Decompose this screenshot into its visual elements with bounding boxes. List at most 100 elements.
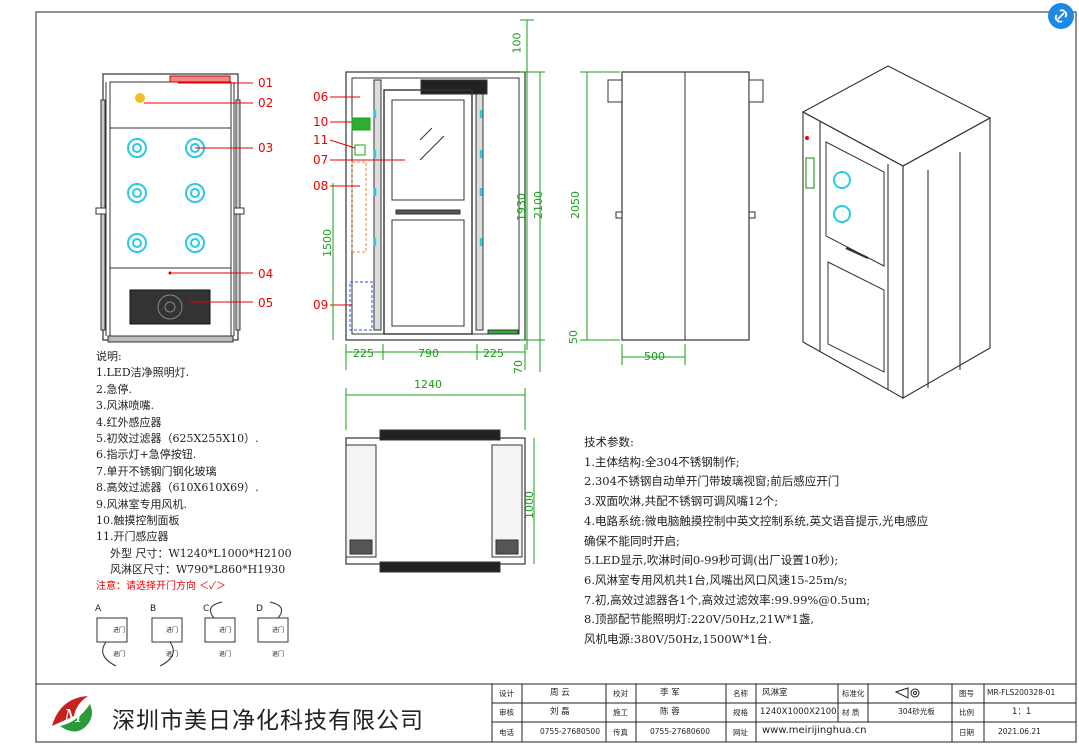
tb-drawno-label: 图号	[959, 689, 974, 698]
callout-03: 03	[258, 141, 274, 155]
tb-std-label: 标准化	[842, 689, 865, 698]
door-option-c-out: 退门	[219, 651, 232, 658]
dim-790: 790	[418, 347, 439, 360]
specs-title: 技术参数:	[584, 435, 634, 449]
isometric-view	[801, 65, 992, 399]
tb-work-label: 施工	[613, 708, 628, 717]
company-name: 深圳市美日净化科技有限公司	[112, 708, 424, 734]
door-option-b-mark: B	[150, 604, 157, 614]
note-item: 3.风淋喷嘴.	[96, 399, 154, 413]
tb-tel: 0755-27680500	[540, 727, 600, 736]
door-option-b-out: 退门	[166, 651, 179, 658]
tb-date-label: 日期	[959, 728, 974, 737]
callout-11: 11	[313, 133, 329, 147]
tb-web: www.meirijinghua.cn	[762, 725, 867, 736]
dim-2050: 2050	[569, 191, 582, 219]
callout-06: 06	[313, 90, 329, 104]
dim-500: 500	[644, 350, 665, 363]
outer-size: 外型 尺寸：W1240*L1000*H2100	[110, 546, 292, 560]
dim-70: 70	[512, 360, 525, 374]
spec-item: 6.风淋室专用风机共1台,风嘴出风口风速15-25m/s;	[584, 572, 848, 587]
callout-08: 08	[313, 179, 329, 193]
dim-1500: 1500	[321, 229, 334, 257]
dim-50: 50	[567, 330, 580, 344]
elev-dimension-lines	[332, 19, 545, 372]
tb-design-label: 设计	[499, 689, 514, 698]
tb-scale-label: 比例	[959, 708, 974, 717]
tb-review: 刘 磊	[550, 707, 570, 717]
door-option-d-in: 进门	[272, 627, 285, 634]
tech-specs: 技术参数: 1.主体结构:全304不锈钢制作; 2.304不锈钢自动单开门带玻璃…	[584, 433, 928, 650]
tb-tel-label: 电话	[499, 728, 514, 737]
std-symbol	[894, 687, 920, 699]
note-item: 4.红外感应器	[96, 415, 162, 429]
tb-name-label: 名称	[733, 689, 748, 698]
tb-drawno: MR-FLS200328-01	[987, 688, 1056, 697]
dim-225-right: 225	[483, 347, 504, 360]
callout-10: 10	[313, 115, 329, 129]
callout-leaders-front	[144, 82, 253, 303]
title-block-grid	[35, 683, 1077, 743]
spec-item: 3.双面吹淋,共配不锈钢可调风嘴12个;	[584, 494, 779, 509]
tb-spec-label: 规格	[733, 708, 748, 717]
company-logo: M	[52, 696, 92, 732]
note-item: 1.LED洁净照明灯.	[96, 366, 190, 380]
side-dimension-lines	[580, 71, 686, 365]
side-view	[607, 71, 764, 341]
front-elevation	[345, 71, 526, 341]
note-item: 11.开门感应器	[96, 530, 169, 544]
dim-100: 100	[510, 32, 524, 54]
plan-view	[345, 429, 526, 573]
dim-1930: 1930	[515, 193, 528, 221]
notes-title: 说明:	[96, 350, 122, 363]
tb-check-label: 校对	[613, 689, 628, 698]
tb-web-label: 网址	[733, 728, 748, 737]
spec-item: 确保不能同时开启;	[584, 533, 680, 548]
door-note: 注意：请选择开门方向 ＜✓＞	[96, 580, 227, 592]
tb-review-label: 审核	[499, 708, 514, 717]
shower-size: 风淋区尺寸：W790*L860*H1930	[110, 563, 286, 577]
dim-2100: 2100	[532, 191, 545, 219]
door-option-b-in: 进门	[166, 627, 179, 634]
door-option-a-in: 进门	[113, 627, 126, 634]
callout-05: 05	[258, 296, 274, 310]
spec-item: 4.电路系统:微电脑触摸控制中英文控制系统,英文语音提示,光电感应	[584, 513, 929, 528]
door-option-d-mark: D	[256, 604, 263, 614]
front-interior-view	[95, 73, 245, 343]
note-item: 7.单开不锈钢门钢化玻璃	[96, 464, 217, 478]
spec-item: 5.LED显示,吹淋时间0-99秒可调(出厂设置10秒);	[584, 553, 839, 568]
spec-item: 8.顶部配节能照明灯:220V/50Hz,21W*1盏,	[584, 612, 815, 627]
callout-04: 04	[258, 267, 274, 281]
tb-fax: 0755-27680600	[650, 727, 710, 736]
tb-design: 周 云	[550, 688, 570, 698]
door-direction-diagrams	[96, 601, 289, 667]
tb-material-label: 材 质	[842, 708, 860, 717]
spec-item: 2.304不锈钢自动单开门带玻璃视窗;前后感应开门	[584, 474, 840, 489]
callout-07: 07	[313, 153, 329, 167]
tb-work: 陈 蓉	[660, 707, 680, 717]
callout-09: 09	[313, 298, 329, 312]
tb-spec: 1240X1000X2100	[760, 707, 837, 717]
tb-fax-label: 传真	[613, 728, 628, 737]
door-option-a-out: 退门	[113, 651, 126, 658]
note-item: 5.初效过滤器（625X255X10）.	[96, 432, 259, 446]
tb-date: 2021.06.21	[998, 727, 1041, 736]
spec-item: 1.主体结构:全304不锈钢制作;	[584, 454, 740, 469]
callout-leaders-elev	[329, 96, 405, 306]
door-option-d-out: 退门	[272, 651, 285, 658]
spec-item: 风机电源:380V/50Hz,1500W*1台.	[584, 632, 772, 647]
tb-name: 风淋室	[762, 688, 788, 698]
plan-dimension-lines	[345, 388, 535, 564]
note-item: 6.指示灯+急停按钮.	[96, 448, 197, 462]
tb-material: 304砂光板	[898, 707, 935, 716]
note-item: 9.风淋室专用风机.	[96, 497, 187, 511]
tb-scale: 1：1	[1012, 707, 1032, 717]
door-option-a-mark: A	[95, 604, 102, 614]
dim-225-left: 225	[353, 347, 374, 360]
dim-1240: 1240	[414, 378, 442, 391]
share-icon[interactable]	[1048, 3, 1074, 29]
notes-list: 说明: 1.LED洁净照明灯. 2.急停. 3.风淋喷嘴. 4.红外感应器 5.…	[96, 349, 292, 595]
dim-1000: 1000	[523, 491, 536, 519]
note-item: 8.高效过滤器（610X610X69）.	[96, 481, 259, 495]
